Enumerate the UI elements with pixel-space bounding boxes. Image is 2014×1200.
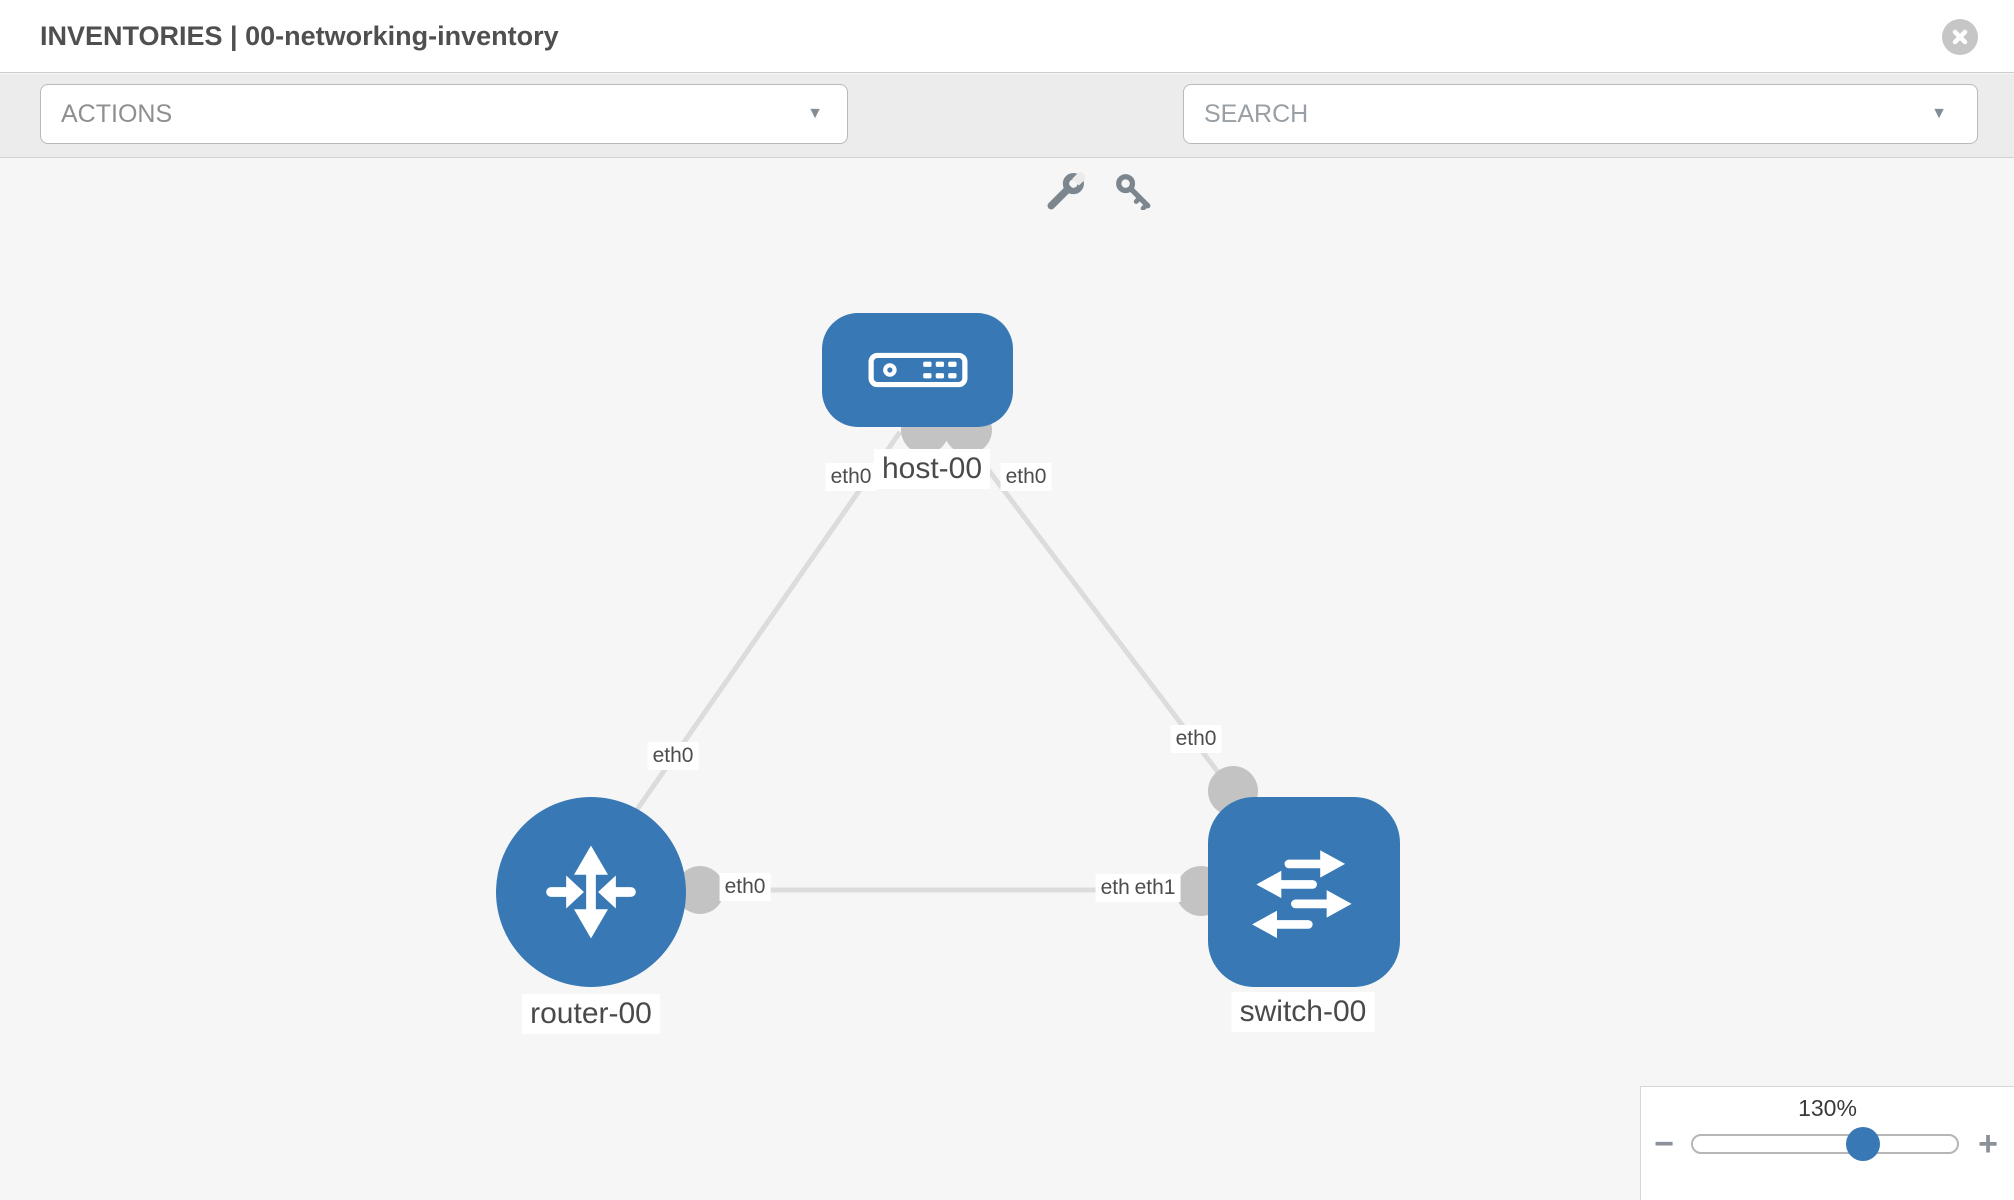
node-label-host: host-00 bbox=[873, 449, 991, 489]
switch-icon bbox=[1252, 850, 1352, 939]
node-label-router: router-00 bbox=[522, 994, 660, 1034]
search-box bbox=[1183, 84, 1978, 144]
interface-label-host-left: eth0 bbox=[825, 463, 877, 491]
router-icon bbox=[546, 845, 636, 939]
zoom-in-button[interactable]: + bbox=[1971, 1127, 2005, 1161]
wrench-icon bbox=[1047, 170, 1088, 210]
interface-label-mid-router-end: eth0 bbox=[719, 873, 771, 901]
zoom-slider-track[interactable] bbox=[1691, 1134, 1959, 1154]
interface-point-router-right bbox=[676, 866, 724, 914]
toolbar: ACTIONS bbox=[0, 74, 2014, 211]
node-label-switch: switch-00 bbox=[1231, 992, 1375, 1032]
node-router-00[interactable] bbox=[496, 797, 686, 987]
close-icon bbox=[1952, 29, 1968, 45]
search-input[interactable] bbox=[1184, 99, 1884, 129]
interface-label-mid-switch-end-over: eth1 bbox=[1129, 874, 1181, 902]
zoom-panel: 130% − + bbox=[1640, 1086, 2014, 1200]
zoom-level-label: 130% bbox=[1798, 1095, 1857, 1121]
node-host-00[interactable] bbox=[822, 313, 1013, 427]
close-button[interactable] bbox=[1942, 19, 1978, 55]
zoom-out-button[interactable]: − bbox=[1647, 1127, 1681, 1161]
interface-label-host-right: eth0 bbox=[1000, 463, 1052, 491]
chevron-down-icon bbox=[1931, 105, 1947, 123]
credentials-button[interactable] bbox=[1113, 172, 1153, 212]
key-icon bbox=[1116, 174, 1151, 211]
header-bar: INVENTORIES | 00-networking-inventory bbox=[0, 0, 2014, 73]
actions-dropdown[interactable]: ACTIONS bbox=[40, 84, 848, 144]
interface-label-router-top: eth0 bbox=[647, 742, 699, 770]
page-title: INVENTORIES | 00-networking-inventory bbox=[40, 21, 559, 51]
interface-label-switch-top: eth0 bbox=[1170, 725, 1222, 753]
actions-dropdown-label: ACTIONS bbox=[61, 99, 173, 128]
chevron-down-icon bbox=[807, 105, 823, 123]
zoom-slider-thumb[interactable] bbox=[1846, 1127, 1880, 1161]
host-icon bbox=[868, 352, 967, 388]
node-switch-00[interactable] bbox=[1208, 797, 1400, 987]
configure-button[interactable] bbox=[1046, 170, 1088, 212]
